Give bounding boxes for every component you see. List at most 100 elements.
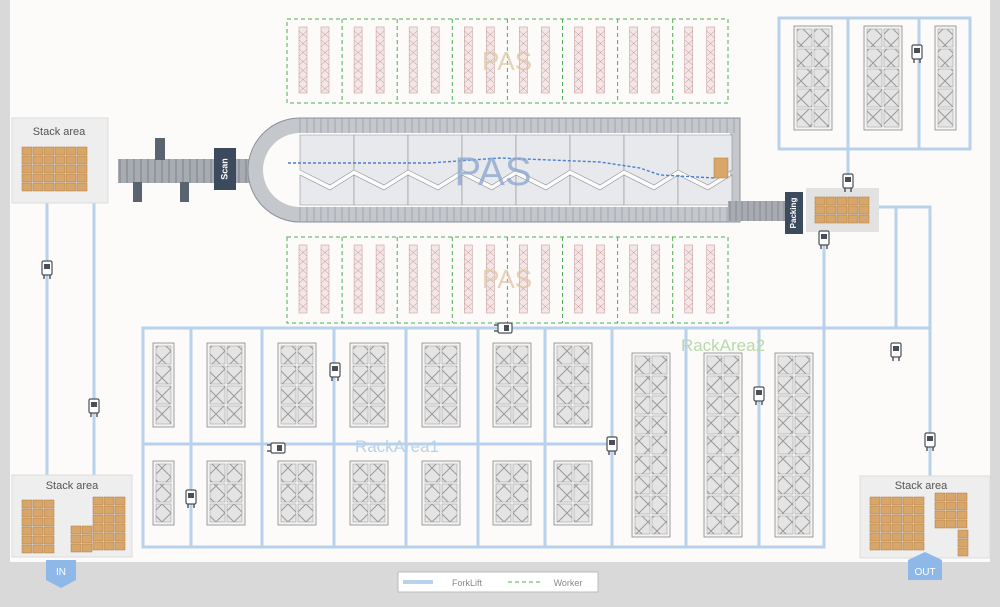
box-icon — [21, 182, 33, 192]
box-icon — [21, 146, 33, 156]
box-icon — [32, 526, 44, 536]
shelf-slot — [431, 84, 440, 93]
pas-shelf — [684, 244, 716, 314]
rack-icon — [553, 460, 593, 526]
out-marker: OUT — [908, 552, 942, 580]
shelf-slot — [375, 84, 385, 93]
shelf-slot — [409, 66, 418, 75]
box-icon — [836, 205, 848, 215]
rack-cell — [280, 385, 297, 405]
rack-cell — [209, 405, 226, 425]
shelf-slot — [375, 30, 385, 39]
rack-cell — [573, 483, 590, 503]
shelf-slot — [431, 48, 440, 57]
rack-cell — [226, 365, 243, 385]
shelf-slot — [541, 84, 550, 93]
box-icon — [934, 519, 946, 529]
rack-cell — [155, 385, 172, 405]
box-icon — [21, 508, 33, 518]
shelf-slot — [596, 84, 605, 93]
shelf-slot — [464, 302, 473, 311]
rack-cell — [813, 28, 830, 48]
box-icon — [956, 519, 968, 529]
shelf-slot — [596, 66, 605, 75]
rack-cell — [813, 88, 830, 108]
rack-cell — [155, 405, 172, 425]
rack-cell — [794, 475, 811, 495]
sorter-chute — [677, 174, 733, 206]
rack-cell — [512, 463, 529, 483]
shelf-column — [353, 26, 363, 94]
shelf-slot — [431, 57, 440, 66]
shelf-slot — [629, 48, 638, 57]
shelf-slot — [651, 84, 660, 93]
stack-area-top-left-label: Stack area — [33, 126, 86, 138]
shelf-slot — [409, 57, 418, 66]
rack-cell — [441, 365, 458, 385]
box-icon — [869, 541, 881, 551]
rack-icon — [934, 25, 957, 131]
rack-cell — [723, 415, 740, 435]
sorter-chute — [623, 134, 679, 186]
box-icon — [92, 541, 104, 551]
shelf-slot — [431, 39, 440, 48]
rack-cell — [866, 68, 883, 88]
shelf-slot — [629, 302, 638, 311]
rack-cell — [226, 503, 243, 523]
shelf-slot — [629, 275, 638, 284]
rack-cell — [634, 495, 651, 515]
shelf-slot — [541, 57, 550, 66]
rack-cell — [813, 48, 830, 68]
rack-cell — [441, 345, 458, 365]
shelf-slot — [519, 57, 528, 66]
rack-icon — [421, 460, 461, 526]
shelf-slot — [353, 39, 363, 48]
forklift-icon — [88, 398, 100, 417]
rack-areas — [152, 25, 957, 538]
box-icon — [891, 532, 903, 542]
box-icon — [956, 501, 968, 511]
shelf-slot — [353, 266, 363, 275]
stack-areas — [11, 117, 991, 559]
shelf-column — [706, 26, 716, 94]
shelf-slot — [320, 48, 330, 57]
shelf-slot — [298, 66, 308, 75]
box-icon — [945, 510, 957, 520]
box-icon — [43, 535, 55, 545]
shelf-slot — [684, 30, 693, 39]
box-icon — [81, 525, 93, 535]
shelf-slot — [298, 48, 308, 57]
shelf-slot — [684, 84, 693, 93]
rack-cell — [723, 375, 740, 395]
box-icon — [934, 501, 946, 511]
shelf-slot — [431, 275, 440, 284]
shelf-slot — [486, 293, 495, 302]
sorter-chute — [461, 174, 517, 206]
worker-zones — [286, 18, 729, 324]
rack-cell — [651, 475, 668, 495]
box-icon — [114, 514, 126, 524]
shelf-slot — [706, 266, 715, 275]
shelf-slot — [629, 84, 638, 93]
box-icon — [76, 146, 88, 156]
box-icon — [76, 182, 88, 192]
box-icon — [880, 496, 892, 506]
rack-cell — [796, 68, 813, 88]
forklift-icon — [267, 442, 286, 454]
shelf-slot — [596, 293, 605, 302]
box-stack — [934, 492, 968, 529]
shelf-slot — [298, 302, 308, 311]
rack-cell — [866, 48, 883, 68]
shelf-slot — [541, 293, 550, 302]
box-icon — [32, 146, 44, 156]
rack-cell — [634, 455, 651, 475]
forklift-icon — [911, 44, 923, 63]
rack-cell — [441, 483, 458, 503]
rack-area-1-label: RackArea1 — [355, 437, 439, 456]
box-icon — [70, 534, 82, 544]
shelf-slot — [375, 257, 385, 266]
rack-cell — [723, 495, 740, 515]
rack-cell — [634, 515, 651, 535]
shelf-slot — [298, 257, 308, 266]
